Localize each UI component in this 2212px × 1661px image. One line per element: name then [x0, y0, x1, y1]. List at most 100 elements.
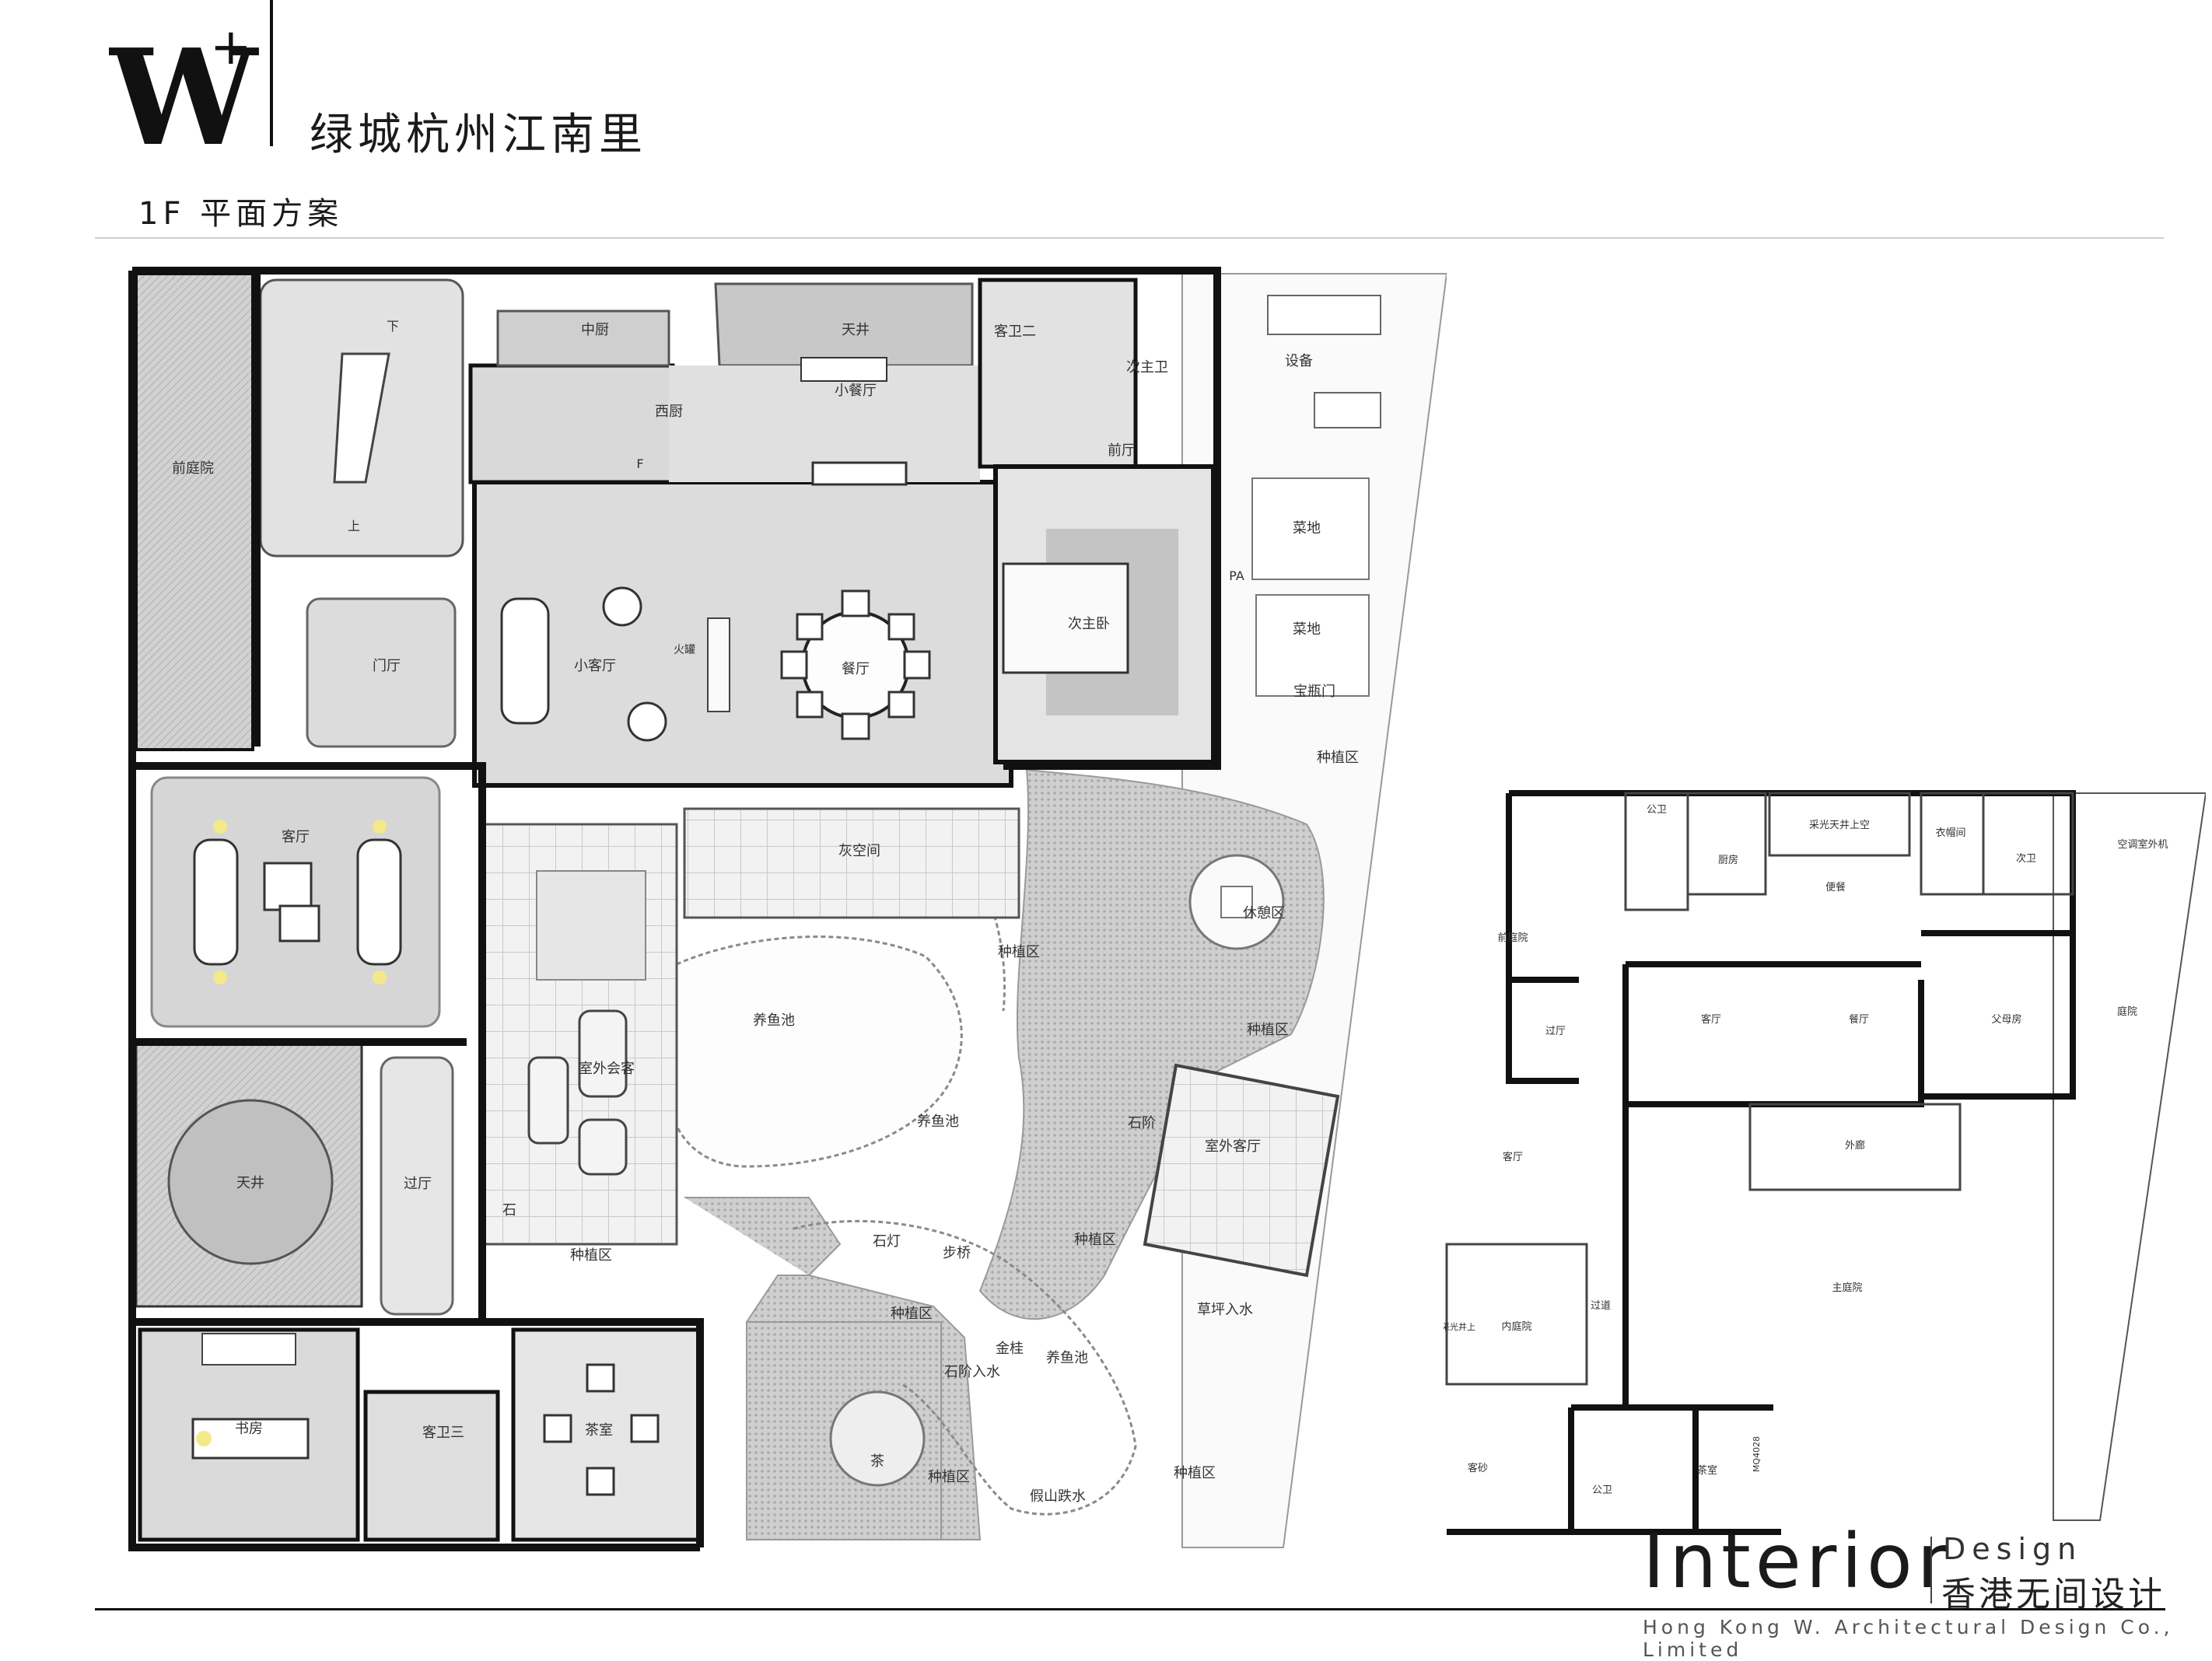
label-outdoor-lounge: 室外会客 [579, 1061, 635, 1077]
stair-flight [333, 352, 390, 484]
front-courtyard-hatch [135, 272, 254, 751]
guest-bath-3-room [363, 1390, 500, 1542]
bed [1002, 562, 1129, 674]
vegetable-plot-2 [1255, 594, 1370, 697]
mini-label-code: MQ4028 [1752, 1436, 1762, 1472]
label-small-living: 小客厅 [574, 658, 616, 674]
equipment-units [1267, 295, 1381, 428]
logo-letter: W [109, 20, 259, 156]
mini-label-closet: 衣帽间 [1935, 827, 1965, 839]
mini-label-public-bath-top: 公卫 [1647, 804, 1667, 816]
company-name: Hong Kong W. Architectural Design Co., L… [1643, 1616, 2174, 1661]
brand-chinese-name: 香港无间设计 [1941, 1575, 2165, 1614]
label-upstairs: 上 [348, 519, 360, 533]
label-outdoor-living: 室外客厅 [1205, 1138, 1261, 1155]
mini-label-garage: 客砂 [1468, 1462, 1488, 1474]
mini-label-kitchen: 厨房 [1718, 854, 1738, 866]
label-living: 客厅 [282, 829, 310, 845]
footer-rule [95, 1608, 2165, 1610]
svg-text:种植区: 种植区 [1317, 750, 1359, 766]
label-stone-water: 石阶入水 [944, 1364, 1000, 1380]
label-stone-steps: 石阶 [1128, 1115, 1156, 1131]
fish-pond-outline [666, 935, 963, 1168]
brand-divider [1930, 1537, 1932, 1603]
planting-labels: 种植区 种植区 种植区 种植区 种植区 种植区 种植区 种植区 [570, 750, 1359, 1485]
hall-corridor [380, 1056, 454, 1316]
brand-word: Interior [1643, 1518, 1953, 1605]
exterior-walls [128, 267, 1221, 1551]
label-western-kitchen: 西厨 [655, 404, 683, 420]
label-treasure-gate: 宝瓶门 [1293, 684, 1335, 700]
header-divider [270, 0, 273, 146]
label-golden-tree: 金桂 [996, 1341, 1024, 1357]
logo-w-plus: W + [109, 19, 259, 156]
mini-label-inner-yard: 内庭院 [1501, 1320, 1531, 1333]
label-foyer-room: 前厅 [1108, 442, 1136, 459]
label-leisure-area: 休憩区 [1243, 905, 1285, 921]
mini-label-front-yard: 前庭院 [1497, 932, 1528, 944]
tea-table [829, 1390, 926, 1487]
label-front-courtyard: 前庭院 [172, 460, 214, 477]
mini-label-outer-corridor: 外廊 [1845, 1139, 1865, 1152]
fireplace-unit [707, 617, 730, 712]
living-sofa-left [193, 838, 239, 966]
project-title: 绿城杭州江南里 [310, 110, 647, 160]
mini-label-courtyard: 庭院 [2117, 1005, 2137, 1018]
label-skylight-left: 天井 [236, 1175, 264, 1191]
study-desk [191, 1418, 310, 1460]
mini-label-dining: 餐厅 [1849, 1013, 1869, 1026]
label-stone-lamp: 石灯 [873, 1233, 901, 1250]
reference-floor-plan: 公卫 厨房 采光天井上空 衣帽间 次卫 空调室外机 便餐 前庭院 过厅 客厅 餐… [1444, 790, 2206, 1535]
svg-text:种植区: 种植区 [998, 944, 1040, 960]
svg-text:种植区: 种植区 [1074, 1232, 1116, 1248]
mini-label-passage: 过道 [1591, 1300, 1611, 1312]
small-living-sofa [500, 597, 550, 725]
planter-box [536, 870, 646, 981]
logo-plus: + [210, 19, 252, 76]
label-stepping: 步桥 [943, 1245, 971, 1261]
label-middle-kitchen: 中厨 [581, 322, 609, 338]
entry-hall [306, 597, 457, 748]
reference-walls [1447, 790, 2076, 1535]
living-sofa-right [356, 838, 402, 966]
mini-label-guest-room: 客厅 [1503, 1151, 1523, 1163]
svg-text:种植区: 种植区 [570, 1247, 612, 1264]
vegetable-plot-1 [1251, 477, 1370, 580]
label-vegetable-2: 菜地 [1293, 621, 1321, 638]
svg-text:种植区: 种植区 [928, 1469, 970, 1485]
label-downstairs: 下 [387, 319, 399, 334]
label-fireplace: 火罐 [674, 644, 695, 656]
label-fridge: F [636, 456, 643, 471]
label-pa: PA [1229, 568, 1244, 583]
label-secondary-master-bedroom: 次主卧 [1068, 616, 1110, 632]
living-dining-block [472, 480, 1013, 788]
label-vegetable-1: 菜地 [1293, 520, 1321, 537]
mini-label-ac-unit: 空调室外机 [2117, 838, 2168, 851]
label-dining: 餐厅 [842, 661, 870, 677]
mini-label-living: 客厅 [1701, 1013, 1721, 1026]
label-guest-bath-3: 客卫三 [422, 1425, 464, 1441]
mini-label-main-yard: 主庭院 [1832, 1282, 1862, 1294]
label-rockery-water: 假山跌水 [1030, 1488, 1086, 1505]
sheet-title: 1F 平面方案 [138, 196, 344, 232]
mini-label-hall: 过厅 [1545, 1026, 1566, 1037]
fish-pond-outline-2 [793, 1219, 1137, 1516]
mini-label-parents-room: 父母房 [1991, 1013, 2021, 1026]
label-stone: 石 [502, 1202, 516, 1219]
skylight-circle [167, 1099, 334, 1265]
label-hall: 过厅 [404, 1176, 432, 1192]
label-secondary-master-bath: 次主卫 [1126, 359, 1168, 376]
label-study: 书房 [235, 1421, 263, 1437]
dining-chairs [780, 589, 931, 740]
label-fish-pond-1: 养鱼池 [753, 1012, 795, 1029]
brand-design: Design [1943, 1532, 2083, 1566]
outdoor-living-deck [1143, 1063, 1340, 1278]
label-fish-pond-3: 养鱼池 [1046, 1350, 1088, 1366]
mini-label-skylight-void: 采光天井上空 [1809, 820, 1870, 831]
label-tea-room: 茶室 [585, 1422, 613, 1439]
label-skylight-top: 天井 [842, 322, 870, 338]
main-floor-plan: 前庭院 中厨 天井 客卫二 次主卫 小餐厅 西厨 前厅 门厅 小客厅 火罐 餐厅… [128, 267, 1447, 1551]
label-tea: 茶 [870, 1453, 884, 1470]
label-equipment: 设备 [1285, 353, 1313, 369]
svg-text:种植区: 种植区 [1247, 1022, 1289, 1038]
